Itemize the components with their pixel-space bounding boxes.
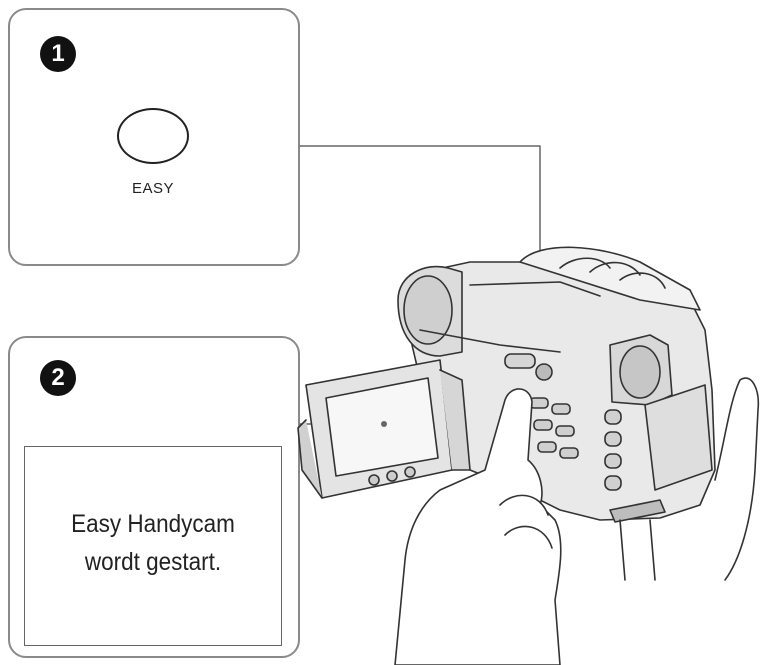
easy-button-icon <box>117 108 189 164</box>
lcd-screen-display <box>24 446 282 646</box>
screen-text-line-1: Easy Handycam <box>71 510 235 538</box>
hand-icon <box>394 377 760 665</box>
easy-button-label: EASY <box>131 180 175 197</box>
handycam-camera-icon <box>397 246 716 523</box>
step-1-badge: 1 <box>40 36 76 72</box>
lcd-screen-icon <box>297 359 471 499</box>
screen-text-line-2: wordt gestart. <box>84 548 222 576</box>
step-2-badge: 2 <box>40 360 76 396</box>
